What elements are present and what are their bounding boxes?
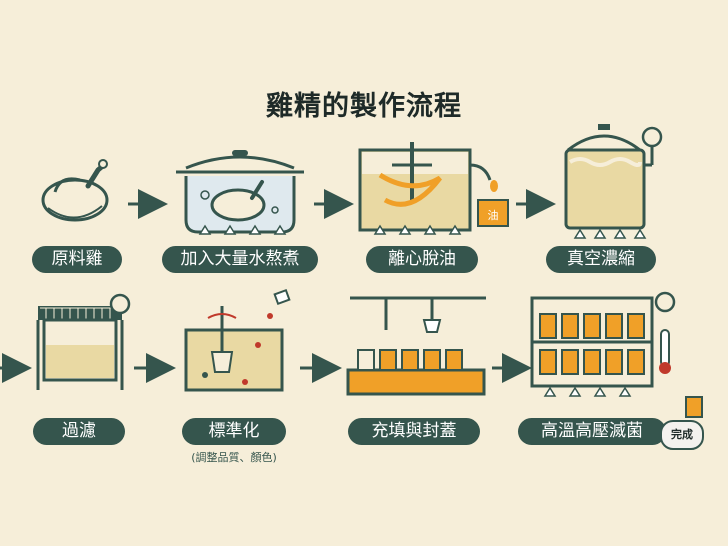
- vacuum-concentrator-icon: [564, 124, 663, 239]
- raw-chicken-icon: [41, 159, 109, 222]
- centrifuge-icon: 油: [358, 142, 509, 235]
- sterilizer-icon: [530, 291, 703, 418]
- step-label-vacuum: 真空濃縮: [546, 246, 656, 273]
- step-label-filter: 過濾: [33, 418, 125, 445]
- flow-arrows: [0, 189, 556, 383]
- step-sub-standardize: (調整品質、顏色): [191, 451, 277, 464]
- filling-line-icon: [346, 296, 486, 396]
- diagram-title: 雞精的製作流程: [266, 91, 462, 122]
- mixing-tank-icon: [184, 288, 291, 392]
- step-label-sterilize: 高溫高壓滅菌: [518, 418, 666, 445]
- filter-icon: [36, 293, 131, 390]
- step-label-filling: 充填與封蓋: [348, 418, 480, 445]
- step-label-centrifuge: 離心脫油: [366, 246, 478, 273]
- oil-badge: 油: [488, 208, 499, 222]
- step-label-raw-chicken: 原料雞: [32, 246, 122, 273]
- step-label-standardize: 標準化: [182, 418, 286, 445]
- boiling-pot-icon: [176, 150, 304, 235]
- step-label-boil: 加入大量水熬煮: [162, 246, 318, 273]
- done-badge: 完成: [660, 420, 704, 450]
